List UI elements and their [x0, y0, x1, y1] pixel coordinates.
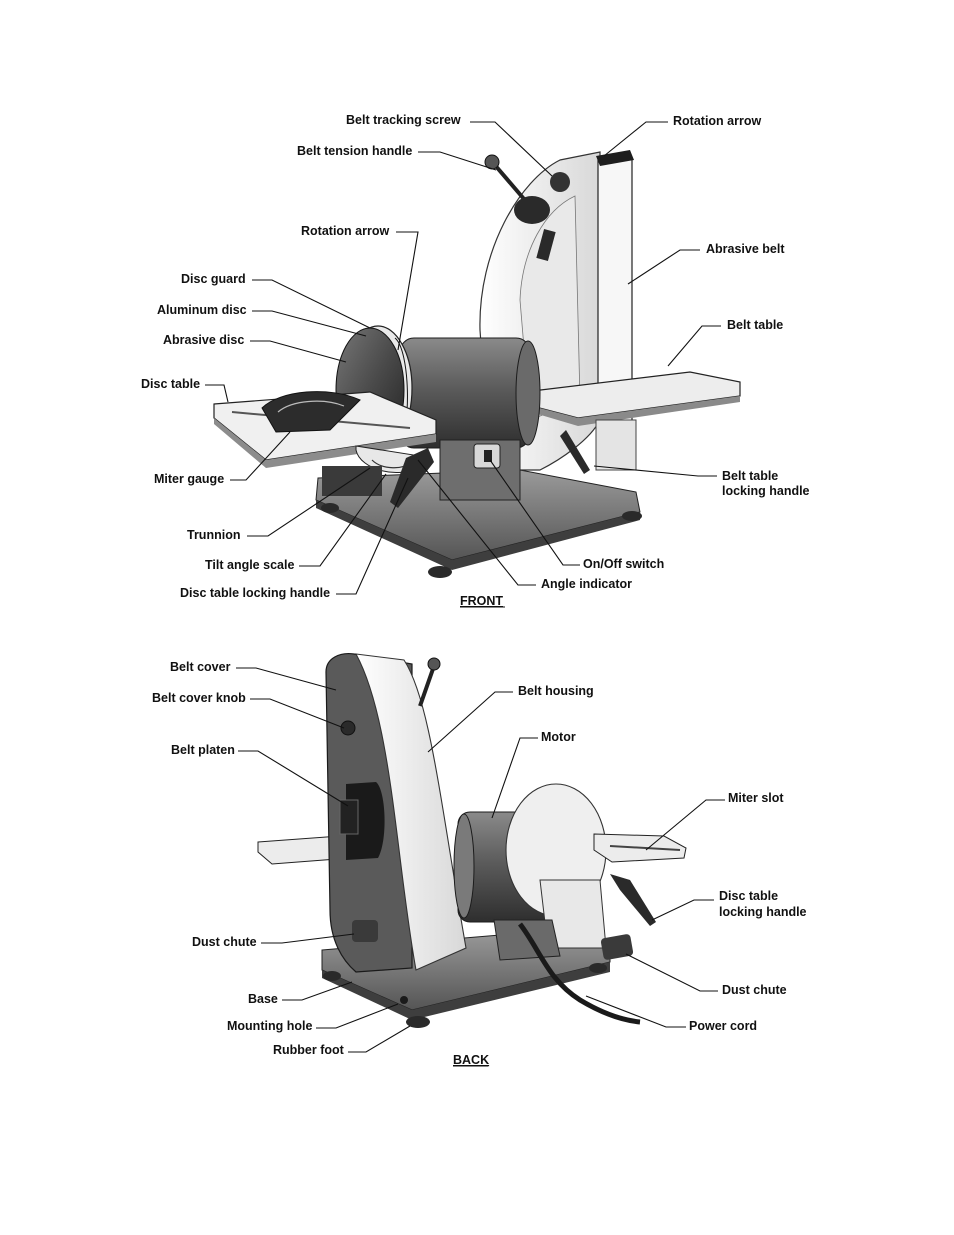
back-miter-slot	[609, 845, 681, 851]
back-mounting-hole	[400, 996, 408, 1004]
label-dust-chute-right: Dust chute	[722, 983, 787, 997]
label-disc-table-locking-handle-line2: locking handle	[719, 905, 807, 919]
back-rubber-foot	[406, 1016, 430, 1028]
back-leaders	[236, 667, 725, 1053]
label-rotation-arrow-disc: Rotation arrow	[301, 224, 389, 238]
back-dust-chute-right	[600, 934, 634, 960]
label-belt-cover: Belt cover	[170, 660, 231, 674]
label-belt-tracking-screw: Belt tracking screw	[346, 113, 461, 127]
label-belt-housing: Belt housing	[518, 684, 594, 698]
label-miter-gauge: Miter gauge	[154, 472, 224, 486]
label-mounting-hole: Mounting hole	[227, 1019, 312, 1033]
label-base: Base	[248, 992, 278, 1006]
front-leaders	[205, 121, 721, 595]
caption-back: BACK	[453, 1053, 489, 1067]
label-belt-table: Belt table	[727, 318, 783, 332]
label-miter-slot: Miter slot	[728, 791, 784, 805]
label-aluminum-disc: Aluminum disc	[157, 303, 247, 317]
back-belt-cover-knob	[340, 720, 356, 736]
label-rotation-arrow-top: Rotation arrow	[673, 114, 761, 128]
label-belt-table-locking-handle-line2: locking handle	[722, 484, 810, 498]
label-abrasive-disc: Abrasive disc	[163, 333, 244, 347]
back-belt-housing	[355, 653, 467, 971]
front-rubber-foot	[428, 566, 452, 578]
back-power-cord	[518, 922, 641, 1025]
front-labels: Belt tracking screw Rotation arrow Belt …	[141, 113, 810, 608]
label-rubber-foot: Rubber foot	[273, 1043, 345, 1057]
front-machine-illustration	[213, 150, 741, 578]
label-disc-table: Disc table	[141, 377, 200, 391]
label-power-cord: Power cord	[689, 1019, 757, 1033]
label-belt-table-locking-handle-line1: Belt table	[722, 469, 778, 483]
caption-front: FRONT	[460, 594, 503, 608]
label-on-off-switch: On/Off switch	[583, 557, 664, 571]
label-motor: Motor	[541, 730, 576, 744]
label-belt-cover-knob: Belt cover knob	[152, 691, 246, 705]
label-trunnion: Trunnion	[187, 528, 240, 542]
label-disc-table-locking-handle: Disc table locking handle	[180, 586, 330, 600]
label-dust-chute-left: Dust chute	[192, 935, 257, 949]
front-miter-gauge	[261, 391, 361, 433]
back-machine-illustration	[257, 653, 687, 1028]
back-labels: Belt cover Belt housing Belt cover knob …	[152, 660, 807, 1067]
label-disc-guard: Disc guard	[181, 272, 246, 286]
label-belt-tension-handle: Belt tension handle	[297, 144, 412, 158]
label-abrasive-belt: Abrasive belt	[706, 242, 785, 256]
label-angle-indicator: Angle indicator	[541, 577, 632, 591]
label-tilt-angle-scale: Tilt angle scale	[205, 558, 294, 572]
label-belt-platen: Belt platen	[171, 743, 235, 757]
label-disc-table-locking-handle-line1: Disc table	[719, 889, 778, 903]
back-dust-chute-left	[352, 920, 378, 942]
